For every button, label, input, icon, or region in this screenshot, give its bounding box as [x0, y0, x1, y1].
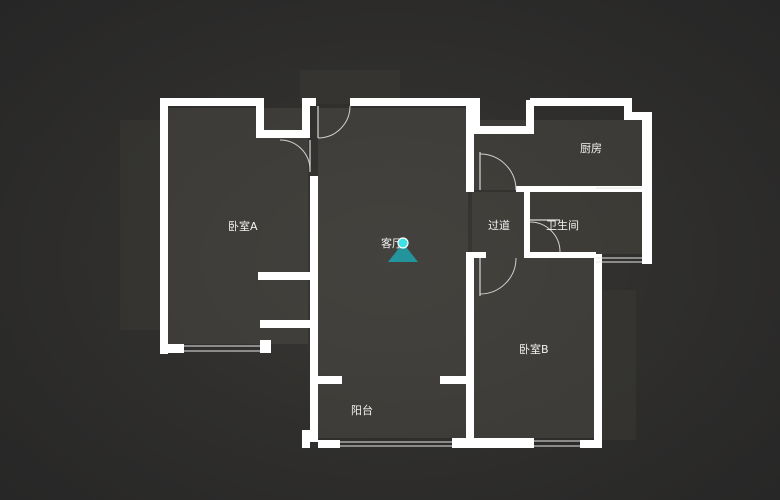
wall-living-east-lower [466, 252, 474, 442]
label-bedroom-a[interactable]: 卧室A [228, 219, 258, 233]
wall-balcony-north-left [310, 376, 342, 384]
door-living-entry [317, 105, 351, 139]
wall-balcony-north-right [440, 376, 470, 384]
wall-living-north [350, 98, 480, 106]
wall-kitchen-nw-post [472, 98, 480, 132]
walls [160, 98, 652, 448]
wall-kitchen-ne-step [624, 98, 632, 118]
wall-balcony-sw-post [302, 430, 310, 448]
label-kitchen[interactable]: 厨房 [580, 142, 602, 155]
windows [184, 187, 642, 447]
wall-living-east-upper [466, 106, 474, 192]
wall-bedroom-a-north [160, 98, 264, 106]
wall-bedroom-b-south-right [580, 440, 602, 448]
wall-kitchen-step [526, 100, 534, 134]
wall-bathroom-west [524, 186, 530, 256]
wall-kitchen-north [530, 98, 630, 106]
room-textures [120, 70, 642, 440]
door-bathroom [529, 221, 561, 253]
label-balcony[interactable]: 阳台 [351, 403, 373, 417]
wall-bedroom-a-closet [260, 320, 310, 328]
bedroom-b-floor [472, 258, 596, 438]
wall-kitchen-ne [624, 112, 652, 120]
label-corridor[interactable]: 过道 [488, 218, 510, 232]
wall-bedroom-a-south-left [160, 344, 184, 353]
doors [279, 105, 561, 296]
wall-bedroom-a-west [160, 98, 168, 354]
balcony-floor [318, 376, 468, 438]
wall-bedroom-b-east [594, 254, 602, 448]
outside-texture-right [596, 290, 636, 440]
door-bedroom-b [479, 257, 517, 295]
wall-living-nw-post [302, 98, 310, 138]
bathroom-floor [528, 192, 642, 254]
wall-bedroom-a-south-right [260, 340, 271, 353]
label-bathroom[interactable]: 卫生间 [546, 218, 579, 232]
wall-bathroom-south [524, 252, 596, 258]
room-labels: 卧室A 客厅 过道 厨房 卫生间 卧室B 阳台 [228, 142, 602, 417]
view-cone [388, 243, 418, 262]
wall-living-west [310, 176, 318, 440]
viewpoint-marker-icon[interactable] [388, 237, 418, 262]
wall-balcony-south-left [318, 440, 340, 448]
wall-kitchen-south [516, 186, 642, 192]
door-kitchen [479, 153, 517, 191]
wall-bedroom-a-partition [258, 272, 310, 280]
wall-bedroom-a-notch-bottom [256, 130, 308, 138]
label-living-room[interactable]: 客厅 [381, 236, 403, 250]
wall-bedroom-b-north-left [474, 252, 486, 258]
living-floor [318, 108, 468, 376]
wall-kitchen-north-left [472, 126, 530, 134]
wall-bedroom-b-south [452, 438, 534, 448]
corridor-floor [472, 192, 528, 258]
wall-east [642, 112, 652, 264]
wall-bedroom-a-notch [256, 98, 264, 138]
position-dot [397, 237, 409, 249]
label-bedroom-b[interactable]: 卧室B [519, 342, 549, 356]
bedroom-a-floor [168, 108, 308, 344]
